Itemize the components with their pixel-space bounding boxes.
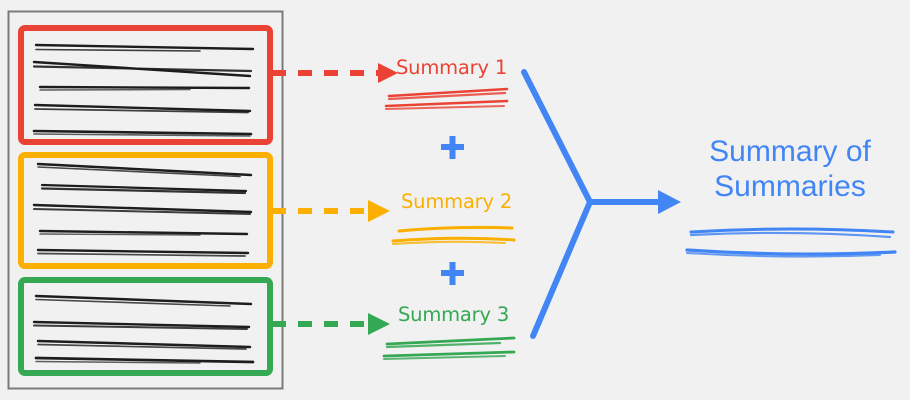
arrow-red-to-summary-1 [272,63,398,83]
summary-2-scribble [391,225,516,245]
summary-2-label: Summary 2 [401,190,513,213]
final-summary-title-line1: Summary of [709,135,871,168]
plus-operator-1 [441,136,464,159]
merge-connector [521,69,681,339]
group-red-text-lines [32,43,255,137]
summary-3-label: Summary 3 [398,303,510,326]
arrow-green-to-summary-3 [272,313,390,335]
group-box-green [18,277,273,376]
arrow-orange-to-summary-2 [272,200,390,222]
document-stack-border [7,10,284,390]
final-summary-scribble [685,227,897,258]
group-box-red [18,25,273,145]
plus-operator-2 [441,262,464,285]
group-orange-text-lines [32,162,253,257]
final-summary-title-line2: Summaries [714,170,866,203]
summary-3-scribble [382,336,516,360]
group-green-text-lines [32,294,255,364]
summary-1-scribble [384,87,509,110]
group-box-orange [18,152,273,269]
final-summary-title: Summary of Summaries [690,134,890,204]
summary-1-label: Summary 1 [396,56,508,79]
